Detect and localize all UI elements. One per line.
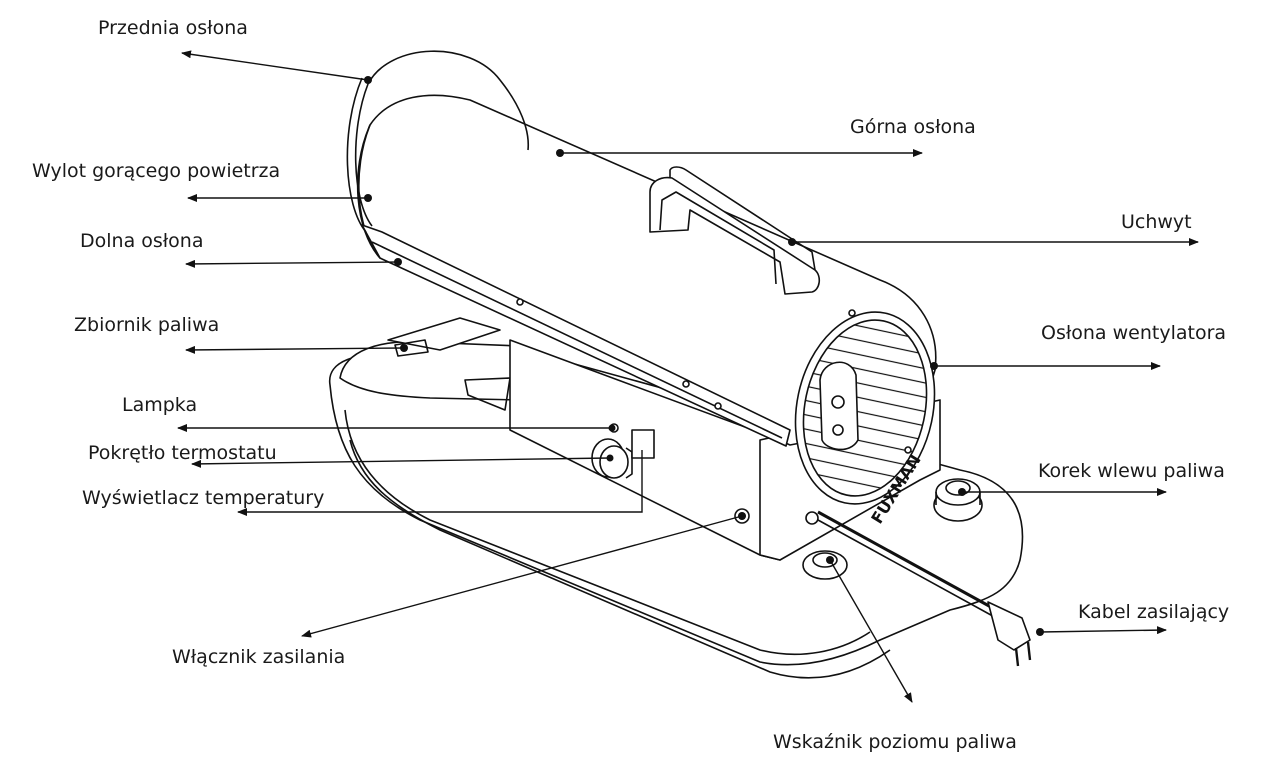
leader-dots bbox=[364, 76, 1044, 636]
label-fan-guard: Osłona wentylatora bbox=[1041, 322, 1227, 344]
leader-lines bbox=[177, 50, 1199, 703]
front-guard-ring bbox=[367, 50, 530, 151]
label-top-cover: Górna osłona bbox=[850, 116, 976, 138]
label-fuel-tank: Zbiornik paliwa bbox=[74, 314, 220, 336]
label-thermostat-knob: Pokrętło termostatu bbox=[88, 442, 277, 464]
main-cylinder bbox=[356, 94, 937, 446]
display-shape bbox=[631, 429, 655, 459]
label-hot-air-outlet: Wylot gorącego powietrza bbox=[32, 160, 281, 182]
fuel-gauge-shape bbox=[802, 550, 848, 580]
label-power-switch: Włącznik zasilania bbox=[172, 646, 346, 668]
label-lamp: Lampka bbox=[122, 394, 198, 416]
label-handle: Uchwyt bbox=[1121, 211, 1192, 233]
cable-line bbox=[817, 510, 1001, 614]
heater-body bbox=[329, 50, 1032, 679]
label-lower-cover: Dolna osłona bbox=[80, 230, 204, 252]
label-fuel-gauge: Wskaźnik poziomu paliwa bbox=[773, 731, 1017, 753]
label-power-cable: Kabel zasilający bbox=[1078, 601, 1230, 623]
label-front-cover: Przednia osłona bbox=[98, 17, 248, 39]
label-temp-display: Wyświetlacz temperatury bbox=[82, 487, 325, 509]
label-fuel-cap: Korek wlewu paliwa bbox=[1038, 460, 1225, 482]
handle-shape bbox=[649, 166, 821, 295]
plug-shape bbox=[987, 601, 1032, 667]
fan-guard-shape bbox=[794, 311, 936, 505]
fuel-cap-shape bbox=[933, 478, 983, 522]
